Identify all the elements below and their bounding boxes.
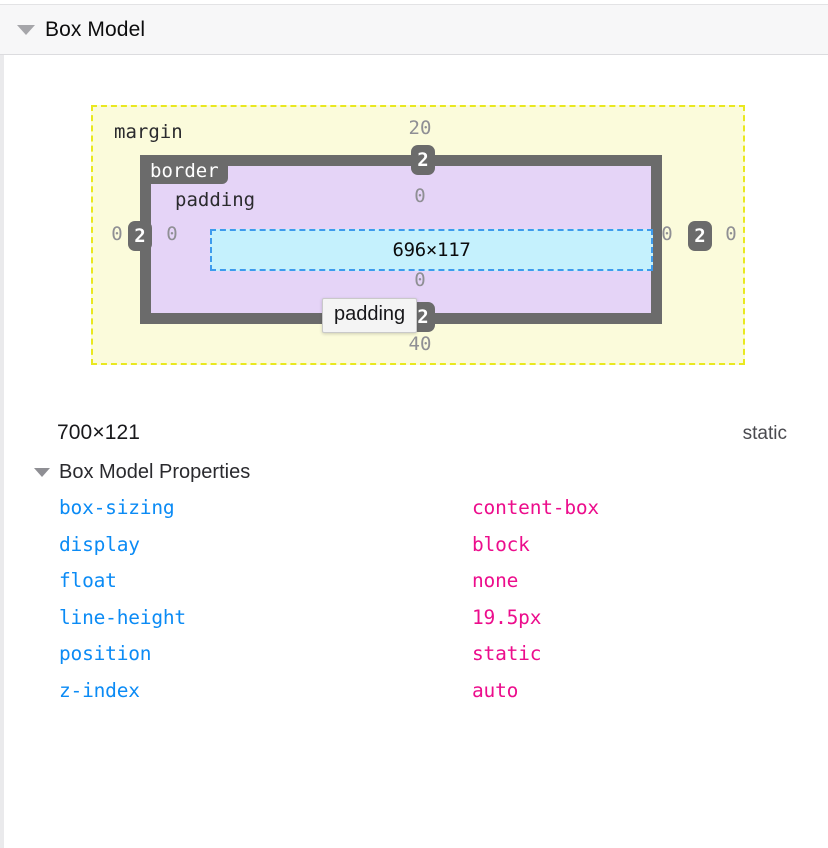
content-size-label: 696×117 bbox=[392, 239, 471, 261]
box-model-summary: 700×121 static bbox=[57, 421, 787, 445]
property-row[interactable]: line-height 19.5px bbox=[59, 606, 759, 643]
property-name[interactable]: display bbox=[59, 532, 140, 556]
property-row[interactable]: box-sizing content-box bbox=[59, 496, 759, 533]
border-top-value[interactable]: 2 bbox=[411, 145, 435, 175]
property-row[interactable]: display block bbox=[59, 533, 759, 570]
border-left-value[interactable]: 2 bbox=[128, 221, 152, 251]
box-model-margin-region[interactable]: 696×117 margin border padding 20 2 0 0 2… bbox=[91, 105, 745, 365]
element-position-label: static bbox=[742, 423, 787, 444]
chevron-down-icon[interactable] bbox=[34, 468, 50, 477]
property-name[interactable]: position bbox=[59, 642, 152, 665]
property-value[interactable]: auto bbox=[472, 678, 519, 702]
margin-right-value[interactable]: 0 bbox=[725, 223, 737, 245]
border-right-value[interactable]: 2 bbox=[688, 221, 712, 251]
element-size-label: 700×121 bbox=[57, 421, 141, 444]
box-model-diagram[interactable]: 696×117 margin border padding 20 2 0 0 2… bbox=[91, 105, 745, 365]
property-value[interactable]: content-box bbox=[472, 496, 599, 519]
property-name[interactable]: box-sizing bbox=[59, 496, 175, 519]
box-model-properties-title: Box Model Properties bbox=[59, 461, 251, 483]
border-layer-label: border bbox=[144, 159, 228, 184]
page-title: Box Model bbox=[45, 17, 146, 41]
padding-right-value[interactable]: 0 bbox=[661, 223, 673, 245]
box-model-tooltip: padding bbox=[322, 298, 418, 333]
padding-top-value[interactable]: 0 bbox=[414, 185, 426, 207]
box-model-section-header[interactable]: Box Model bbox=[0, 4, 828, 55]
margin-bottom-value[interactable]: 40 bbox=[408, 333, 432, 355]
margin-layer-label: margin bbox=[114, 121, 183, 143]
box-model-content-region[interactable]: 696×117 bbox=[210, 229, 653, 271]
property-value[interactable]: 19.5px bbox=[472, 605, 542, 629]
property-value[interactable]: none bbox=[472, 569, 519, 592]
property-name[interactable]: z-index bbox=[59, 678, 140, 702]
padding-bottom-value[interactable]: 0 bbox=[414, 269, 426, 291]
chevron-down-icon[interactable] bbox=[17, 24, 35, 35]
property-row[interactable]: z-index auto bbox=[59, 679, 759, 716]
property-value[interactable]: static bbox=[472, 642, 542, 665]
margin-top-value[interactable]: 20 bbox=[408, 117, 432, 139]
property-value[interactable]: block bbox=[472, 532, 530, 556]
property-row[interactable]: position static bbox=[59, 642, 759, 679]
property-name[interactable]: float bbox=[59, 569, 117, 592]
box-model-properties-list: box-sizing content-box display block flo… bbox=[59, 496, 759, 715]
box-model-padding-region[interactable]: 696×117 bbox=[151, 166, 653, 313]
box-model-properties-header[interactable]: Box Model Properties bbox=[34, 461, 250, 484]
box-model-panel-body: 696×117 margin border padding 20 2 0 0 2… bbox=[0, 55, 828, 848]
box-model-border-region[interactable]: 696×117 bbox=[140, 155, 662, 324]
property-name[interactable]: line-height bbox=[59, 605, 186, 629]
margin-left-value[interactable]: 0 bbox=[111, 223, 123, 245]
property-row[interactable]: float none bbox=[59, 569, 759, 606]
padding-layer-label: padding bbox=[175, 189, 256, 211]
padding-left-value[interactable]: 0 bbox=[166, 223, 178, 245]
